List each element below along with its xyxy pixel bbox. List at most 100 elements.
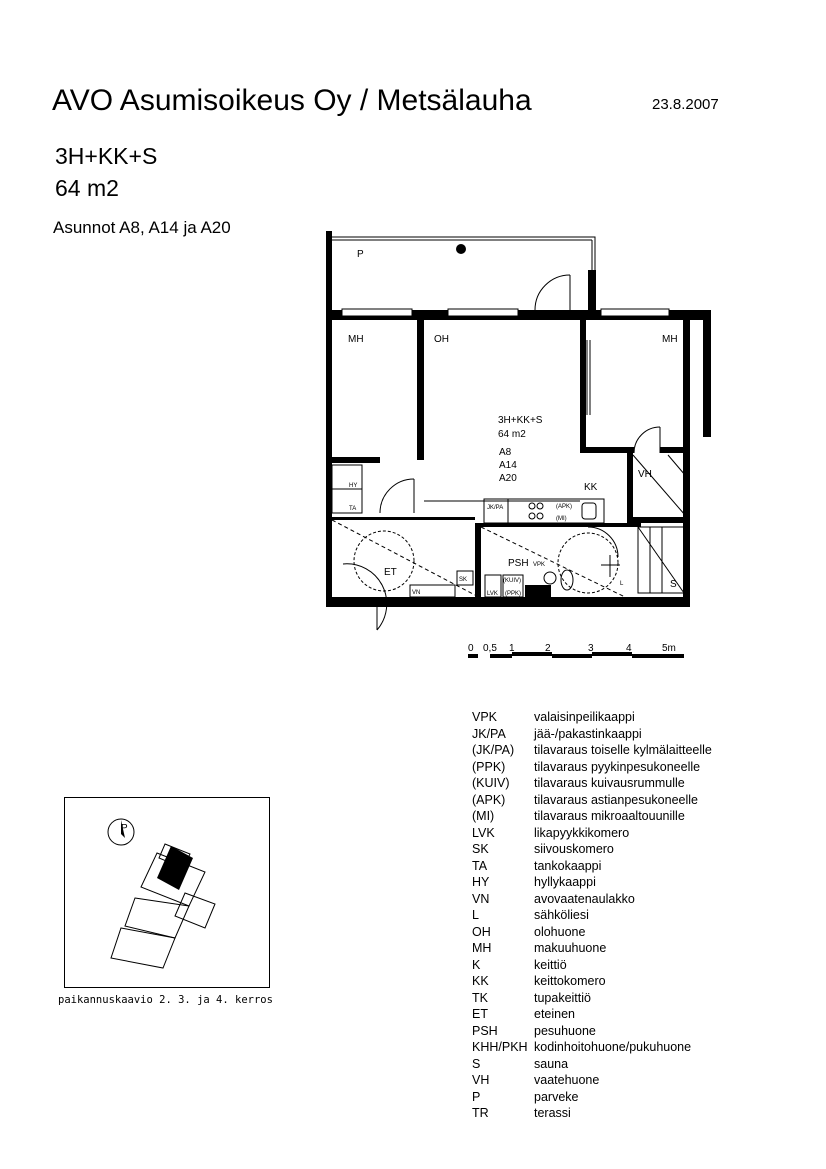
legend-abbr: (JK/PA) (472, 743, 515, 757)
balcony-railing (332, 236, 596, 270)
legend-desc: parveke (534, 1089, 579, 1104)
legend-abbr: KK (472, 974, 489, 988)
apartment-units: Asunnot A8, A14 ja A20 (53, 218, 231, 237)
legend-abbr: L (472, 908, 479, 922)
legend-row: (JK/PA) tilavaraus toiselle kylmälaitteel… (472, 742, 812, 759)
wall-west (326, 231, 332, 607)
label-center-type: 3H+KK+S (498, 415, 543, 426)
legend-abbr: KHH/PKH (472, 1040, 528, 1054)
label-open-wardrobe: VN (412, 590, 420, 596)
label-living-room: OH (434, 334, 449, 345)
floor-drain-block (525, 585, 551, 599)
turning-circle-bathroom (557, 532, 619, 594)
legend-desc: tilavaraus pyykinpesukoneelle (534, 759, 701, 774)
label-fridge: JK/PA (487, 505, 503, 511)
label-stove: L (620, 581, 624, 587)
wall-east-outer (703, 310, 711, 437)
label-laundry-closet: LVK (487, 591, 498, 597)
scale-label-3: 3 (588, 643, 594, 654)
label-balcony: P (357, 249, 364, 260)
legend-abbr: OH (472, 924, 491, 939)
scale-label-0: 0 (468, 643, 474, 654)
window-1 (341, 308, 413, 317)
legend-abbr: (KUIV) (472, 776, 510, 790)
legend-desc: hyllykaappi (534, 875, 596, 889)
legend-abbr: HY (472, 875, 490, 889)
label-dishwasher: (APK) (556, 504, 572, 510)
label-dryer: (KUIV) (503, 578, 521, 584)
window-2 (447, 308, 519, 317)
legend-abbr: (PPK) (472, 759, 506, 774)
sauna-bench (637, 526, 685, 594)
wall-bedroom-right-south-a (580, 447, 634, 453)
legend-row: (KUIV)tilavaraus kuivausrummulle (472, 775, 812, 792)
label-unit-a14: A14 (499, 460, 517, 471)
label-cleaning-closet: SK (459, 577, 467, 583)
legend-desc: vaatehuone (534, 1073, 600, 1087)
legend-row: LVK likapyykkikomero (472, 825, 812, 842)
legend-desc: olohuone (534, 924, 586, 939)
legend-desc: keittiö (534, 957, 567, 972)
scale-label-4: 4 (626, 643, 632, 654)
label-walk-in-closet: VH (638, 469, 652, 480)
cleaning-closet (456, 570, 474, 586)
scale-label-2: 2 (545, 643, 551, 654)
legend-row: OH olohuone (472, 924, 812, 941)
legend-desc: jää-/pakastinkaappi (534, 726, 642, 741)
legend-row: (APK)tilavaraus astianpesukoneelle (472, 792, 812, 809)
keymap-drawing: P (107, 818, 216, 969)
legend-desc: sauna (534, 1056, 569, 1071)
label-bathroom: PSH (508, 558, 529, 569)
legend-desc: likapyykkikomero (534, 825, 630, 840)
wall-bathroom-west (475, 523, 481, 603)
legend-abbr: VN (472, 891, 490, 906)
legend-abbr: LVK (472, 825, 495, 840)
legend-desc: pesuhuone (534, 1023, 596, 1038)
legend-desc: tilavaraus toiselle kylmälaitteelle (534, 743, 712, 757)
legend-abbr: (APK) (472, 792, 506, 807)
wall-entrance-north (332, 517, 475, 520)
wall-east (683, 310, 690, 607)
label-rod-cabinet: TA (349, 506, 356, 512)
legend-abbr: P (472, 1089, 481, 1104)
wall-closet-south (633, 517, 690, 523)
legend-desc: eteinen (534, 1007, 576, 1021)
label-shelf-cabinet: HY (349, 483, 357, 489)
floor-plan: P MH OH MH 3H+KK+S 64 m2 A8 A14 A20 KK V… (326, 231, 711, 631)
label-entrance: ET (384, 567, 397, 578)
wall-closet-west (627, 453, 633, 523)
apartment-type: 3H+KK+S (55, 143, 158, 169)
legend-desc: makuuhuone (534, 941, 607, 955)
turning-circle-entrance (353, 530, 415, 592)
scale-label-05: 0,5 (483, 643, 497, 654)
label-center-area: 64 m2 (498, 429, 526, 440)
document-date: 23.8.2007 (652, 96, 719, 113)
legend-desc: tupakeittiö (534, 990, 591, 1005)
label-sauna: S (670, 579, 677, 590)
label-mirror-cabinet: VPK (533, 562, 545, 568)
wall-bedroom-right (580, 320, 586, 452)
scale-label-5m: 5m (662, 643, 676, 654)
door-swing-bedroom-right (633, 426, 661, 454)
legend-desc: sähköliesi (534, 908, 589, 922)
door-swing-entrance (342, 563, 388, 631)
kitchen-counter (483, 498, 605, 524)
document-title: AVO Asumisoikeus Oy / Metsälauha (52, 84, 532, 117)
legend-abbr: TA (472, 858, 488, 873)
window-3 (600, 308, 670, 317)
door-swing-bathroom (587, 526, 619, 558)
wall-bedroom-left-south (332, 457, 380, 463)
drain-point (456, 244, 466, 254)
legend-abbr: S (472, 1056, 481, 1071)
apartment-area: 64 m2 (55, 175, 119, 201)
